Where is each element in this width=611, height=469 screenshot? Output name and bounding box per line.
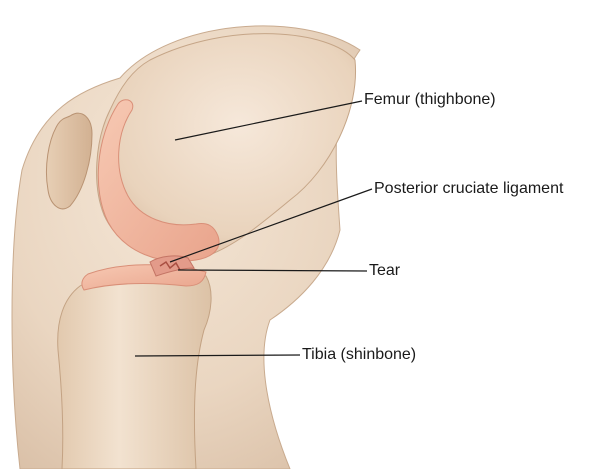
femur-label: Femur (thighbone): [364, 91, 496, 109]
tibia-label: Tibia (shinbone): [302, 346, 416, 364]
posterior-cruciate-ligament-label: Posterior cruciate ligament: [374, 180, 563, 198]
tibia-bone: [58, 271, 211, 469]
tear-label: Tear: [369, 262, 400, 280]
